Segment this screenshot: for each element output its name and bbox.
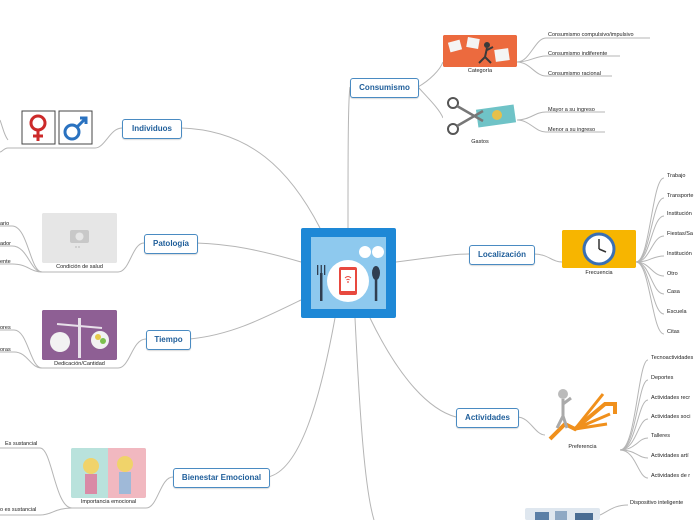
leaf-es-sustancial[interactable]: Es sustancial	[5, 441, 38, 447]
dedicacion-image	[42, 310, 117, 360]
leaf-tecnoactividades[interactable]: Tecnoactividades	[651, 355, 694, 361]
leaf-patologia-2[interactable]: ador	[0, 241, 12, 247]
leaf-fiestas[interactable]: Fiestas/Sa	[667, 231, 693, 237]
categoria-image	[443, 35, 517, 67]
preferencia-image	[545, 384, 620, 442]
restaurant-app-icon	[317, 246, 384, 302]
leaf-actividades-artisticas[interactable]: Actividades artí	[651, 453, 689, 459]
central-node[interactable]	[301, 228, 396, 318]
leaf-actividades-recreativas[interactable]: Actividades recr	[651, 395, 691, 401]
leaf-escuela[interactable]: Escuela	[667, 309, 687, 315]
condicion-image	[42, 213, 117, 263]
balance-scale-icon	[42, 310, 117, 360]
caption-gastos: Gastos	[471, 139, 489, 145]
leaf-patologia-1[interactable]: ario	[0, 221, 10, 227]
leaf-mayor-ingreso[interactable]: Mayor a su ingreso	[548, 107, 595, 113]
leaf-actividades-sociales[interactable]: Actividades soci	[651, 414, 691, 420]
topic-individuos[interactable]: Individuos	[122, 119, 182, 139]
topic-bienestar-emocional[interactable]: Bienestar Emocional	[173, 468, 270, 488]
leaf-actividades-de-r[interactable]: Actividades de r	[651, 473, 691, 479]
caption-dedicacion: Dedicación/Cantidad	[54, 361, 105, 367]
topic-actividades[interactable]: Actividades	[456, 408, 519, 428]
frecuencia-image	[562, 230, 636, 268]
topic-patologia[interactable]: Patología	[144, 234, 198, 254]
leaf-tiempo-2[interactable]: oras	[0, 347, 11, 353]
caption-preferencia: Preferencia	[568, 444, 597, 450]
leaf-citas[interactable]: Citas	[667, 329, 680, 335]
leaf-deportes[interactable]: Deportes	[651, 375, 674, 381]
emotion-faces-icon	[71, 448, 146, 498]
topic-tiempo[interactable]: Tiempo	[146, 330, 191, 350]
leaf-tiempo-1[interactable]: ores	[0, 325, 11, 331]
leaf-transporte[interactable]: Transporte	[667, 193, 694, 199]
leaf-trabajo[interactable]: Trabajo	[667, 173, 686, 179]
topic-localizacion[interactable]: Localización	[469, 245, 535, 265]
caption-categoria: Categoría	[467, 68, 493, 74]
leaf-institucion-1[interactable]: Institución	[667, 211, 692, 217]
central-image	[311, 237, 386, 309]
gastos-image	[443, 95, 517, 137]
leaf-casa[interactable]: Casa	[667, 289, 680, 295]
dispositivo-image	[525, 508, 600, 520]
leaf-patologia-3[interactable]: ente	[0, 259, 11, 265]
arrows-person-icon	[548, 389, 617, 441]
caption-frecuencia: Frecuencia	[585, 270, 613, 276]
leaf-consumismo-racional[interactable]: Consumismo racional	[548, 71, 601, 77]
shopping-bags-icon	[443, 35, 517, 67]
leaf-consumismo-compulsivo[interactable]: Consumismo compulsivo/impulsivo	[548, 32, 634, 38]
importancia-image	[71, 448, 146, 498]
topic-consumismo[interactable]: Consumismo	[350, 78, 419, 98]
caption-condicion: Condición de salud	[56, 264, 103, 270]
leaf-dispositivo-inteligente[interactable]: Dispositivo inteligente	[630, 500, 684, 506]
clock-icon	[562, 230, 636, 268]
leaf-talleres[interactable]: Talleres	[651, 433, 670, 439]
individuos-image	[20, 110, 95, 145]
leaf-institucion-2[interactable]: Institución	[667, 251, 692, 257]
devices-icon	[535, 511, 593, 520]
leaf-menor-ingreso[interactable]: Menor a su ingreso	[548, 127, 596, 133]
scissors-money-icon	[447, 97, 517, 135]
caption-importancia: Importancia emocional	[80, 499, 137, 505]
leaf-otro[interactable]: Otro	[667, 271, 678, 277]
camera-placeholder-icon	[42, 213, 117, 263]
leaf-consumismo-indiferente[interactable]: Consumismo indiferente	[548, 51, 608, 57]
leaf-no-es-sustancial[interactable]: o es sustancial	[0, 507, 37, 513]
gender-symbols-icon	[21, 110, 93, 145]
